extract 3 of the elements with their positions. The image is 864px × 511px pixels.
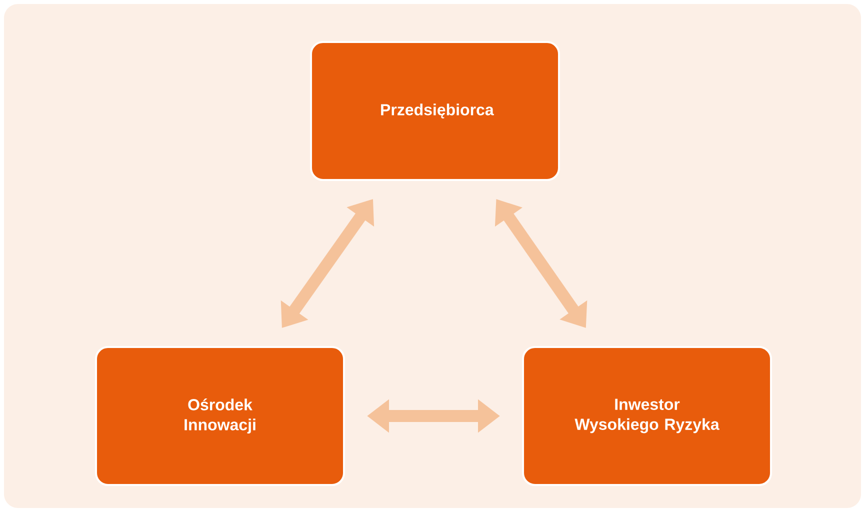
process-box: Inwestor Wysokiego Ryzyka [522, 346, 772, 486]
process-box: Ośrodek Innowacji [95, 346, 345, 486]
process-box: Przedsiębiorca [310, 41, 560, 181]
